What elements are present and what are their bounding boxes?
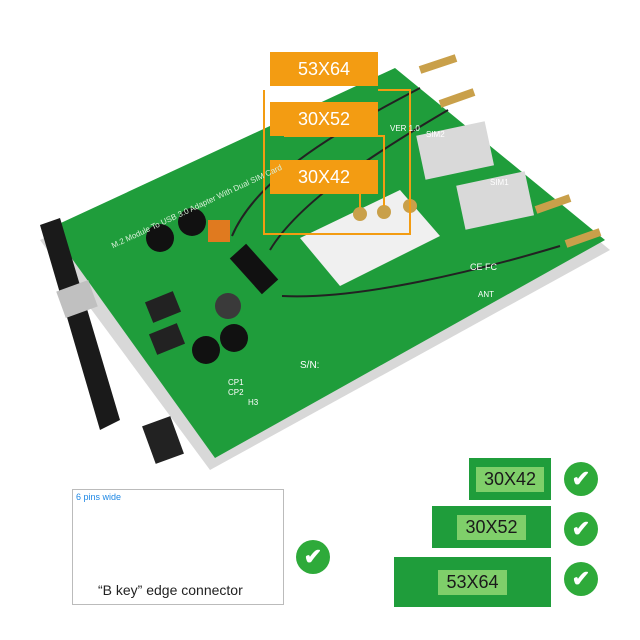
sim1-label: SIM1 [490,178,509,187]
leader-30x52 [284,135,385,206]
antenna [418,54,458,74]
dc-jack [142,416,184,464]
chip [144,291,182,323]
check-icon: ✔ [564,562,598,596]
antenna [534,194,572,214]
size-label-30x52: 30X52 [270,102,378,136]
sim-slot-1 [456,171,535,230]
antenna-cable [231,87,421,237]
inductor [215,293,241,319]
pins-note: 6 pins wide [76,492,122,502]
version-label: VER 1.0 [390,124,420,133]
standoff-52 [377,205,391,219]
chip [148,323,186,355]
standoff-42 [353,207,367,221]
module-area [300,190,440,286]
capacitor [146,224,174,252]
ant-label: ANT [478,290,494,299]
sim2-label: SIM2 [426,130,445,139]
m2-slot [229,243,279,295]
cp1-label: CP1 [228,378,244,387]
size-label-30x42: 30X42 [270,160,378,194]
capacitor [220,324,248,352]
ce-fc-mark: CE FC [470,262,497,272]
left-bracket [40,218,120,430]
module-label: 30X42 [475,466,545,492]
chip [208,220,230,242]
module-label: 30X52 [457,514,526,540]
module-30x42: 30X42 [469,458,551,500]
size-label-53x64: 53X64 [270,52,378,86]
antenna [438,88,476,108]
check-icon: ✔ [564,512,598,546]
cp2-label: CP2 [228,388,244,397]
capacitor [178,208,206,236]
check-icon: ✔ [296,540,330,574]
h3-label: H3 [248,398,259,407]
module-label: 53X64 [438,569,507,595]
leader-53x64 [263,89,411,235]
edge-connector-panel [72,489,284,605]
module-30x52: 30X52 [432,506,551,548]
antenna-cable [281,245,561,298]
check-icon: ✔ [564,462,598,496]
sim-slot-2 [416,121,495,180]
usb-port [56,280,98,318]
key-caption: “B key” edge connector [98,582,243,598]
capacitor [192,336,220,364]
antenna [564,228,602,248]
sn-label: S/N: [300,360,320,371]
module-53x64: 53X64 [394,557,551,607]
